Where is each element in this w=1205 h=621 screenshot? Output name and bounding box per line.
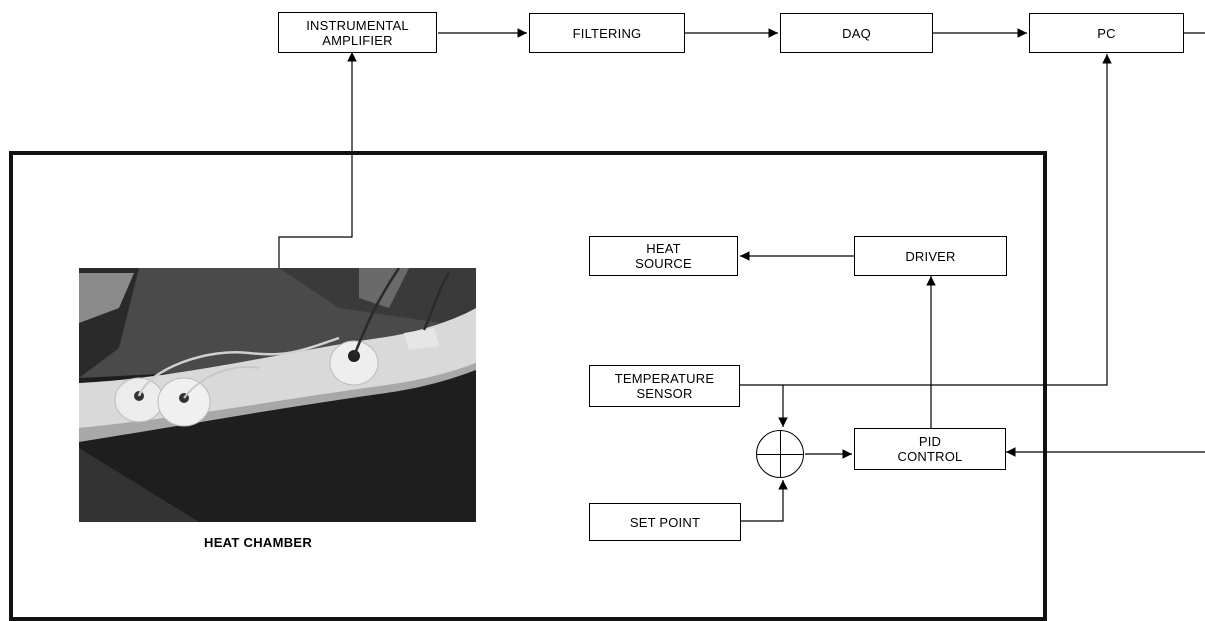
heat-chamber-caption: HEAT CHAMBER xyxy=(204,535,313,550)
forearm-with-electrodes-photo xyxy=(79,268,476,522)
set-point-label: SET POINT xyxy=(629,514,701,530)
daq-block: DAQ xyxy=(780,13,933,53)
driver-block: DRIVER xyxy=(854,236,1007,276)
daq-label: DAQ xyxy=(842,25,871,41)
sensor-to-pc-arrow xyxy=(740,54,1112,386)
summing-junction xyxy=(756,430,804,478)
summer-vertical-line xyxy=(780,431,781,477)
driver-label: DRIVER xyxy=(905,248,956,264)
set-point-block: SET POINT xyxy=(589,503,741,541)
amplifier-label-line2: AMPLIFIER xyxy=(322,32,393,48)
electrode-to-amp-arrow xyxy=(278,52,357,268)
heat-source-line2: SOURCE xyxy=(635,256,692,271)
pid-label-line1: PID xyxy=(918,434,942,449)
setpoint-to-summer-arrow xyxy=(741,480,788,522)
temperature-sensor-line1: TEMPERATURE xyxy=(614,371,715,386)
heat-source-line1: HEAT xyxy=(646,241,681,256)
pc-label: PC xyxy=(1097,25,1116,41)
filtering-block: FILTERING xyxy=(529,13,685,53)
amplifier-label-line1: INSTRUMENTAL xyxy=(306,17,409,33)
pc-block: PC xyxy=(1029,13,1184,53)
forearm-electrodes-photo xyxy=(79,268,476,522)
filtering-label: FILTERING xyxy=(572,25,642,41)
temperature-sensor-line2: SENSOR xyxy=(636,386,693,401)
pid-label-line2: CONTROL xyxy=(897,449,963,464)
